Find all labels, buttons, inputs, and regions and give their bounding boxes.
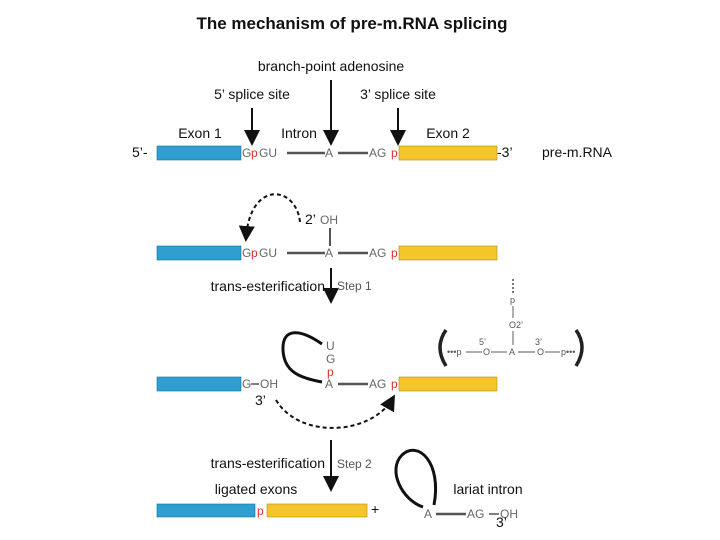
ligated-exons-label: ligated exons <box>215 481 298 497</box>
exon2-bar <box>398 245 498 261</box>
seq-ag: AG <box>369 246 386 260</box>
pre-mrna-label: pre-m.RNA <box>542 144 613 160</box>
svg-text:5’: 5’ <box>479 337 486 347</box>
svg-text:p•••: p••• <box>561 347 575 357</box>
seq-p: p <box>391 377 398 391</box>
step1-label: Step 1 <box>337 279 372 293</box>
five-prime-end-label: 5’- <box>132 144 148 160</box>
svg-text:O2’: O2’ <box>509 320 523 330</box>
seq-g: G <box>326 352 335 366</box>
lariat-three-prime-label: 3’ <box>496 514 507 530</box>
two-prime-label: 2’ <box>305 211 316 227</box>
svg-text:3’: 3’ <box>535 337 542 347</box>
branch-point-label: branch-point adenosine <box>258 58 405 74</box>
seq-g: G <box>242 377 251 391</box>
seq-a: A <box>424 507 432 521</box>
attack-arrow-step2 <box>275 394 395 429</box>
exon2-bar <box>398 145 498 161</box>
svg-text:O: O <box>537 347 544 357</box>
branch-linkage-inset: p O2’ 5’ 3’ O A O •••p p••• <box>438 279 584 367</box>
seq-p: p <box>391 246 398 260</box>
seq-a: A <box>325 146 333 160</box>
three-splice-site-label: 3’ splice site <box>360 86 436 102</box>
plus-sign: + <box>371 501 379 517</box>
five-splice-site-label: 5’ splice site <box>214 86 290 102</box>
exon1-bar <box>156 145 242 161</box>
svg-text:A: A <box>509 347 515 357</box>
exon2-label: Exon 2 <box>426 125 470 141</box>
trans-esterification-step1-label: trans-esterification <box>211 278 325 294</box>
seq-g: G <box>242 246 251 260</box>
step2-label: Step 2 <box>337 457 372 471</box>
lariat-intron-loop <box>394 448 437 509</box>
seq-oh: OH <box>260 377 278 391</box>
seq-a: A <box>325 377 333 391</box>
ligated-exon2-bar <box>266 503 368 518</box>
ligated-exon1-bar <box>156 503 256 518</box>
exon1-bar <box>156 376 242 392</box>
seq-p: p <box>257 504 264 518</box>
exon1-bar <box>156 245 242 261</box>
seq-p: p <box>327 365 334 379</box>
exon1-label: Exon 1 <box>178 125 222 141</box>
lariat-intron-label: lariat intron <box>453 481 522 497</box>
seq-p: p <box>251 146 258 160</box>
trans-esterification-step2-label: trans-esterification <box>211 455 325 471</box>
seq-ag: AG <box>369 146 386 160</box>
seq-oh: OH <box>500 507 518 521</box>
three-prime-end-label: -3’ <box>497 144 513 160</box>
seq-p: p <box>391 146 398 160</box>
intron-label: Intron <box>281 125 317 141</box>
seq-gu: GU <box>259 146 277 160</box>
attack-arrow-step1 <box>238 193 301 242</box>
seq-g: G <box>242 146 251 160</box>
seq-gu: GU <box>259 246 277 260</box>
lariat-loop <box>281 331 323 384</box>
svg-text:O: O <box>483 347 490 357</box>
seq-a: A <box>325 246 333 260</box>
diagram-title: The mechanism of pre-m.RNA splicing <box>196 14 507 33</box>
seq-oh: OH <box>320 213 338 227</box>
seq-u: U <box>326 339 335 353</box>
seq-p: p <box>251 246 258 260</box>
svg-text:p: p <box>510 295 515 305</box>
svg-text:•••p: •••p <box>447 347 461 357</box>
seq-ag: AG <box>369 377 386 391</box>
exon2-bar <box>398 376 498 392</box>
three-prime-oh-label: 3’ <box>255 392 266 408</box>
seq-ag: AG <box>467 507 484 521</box>
